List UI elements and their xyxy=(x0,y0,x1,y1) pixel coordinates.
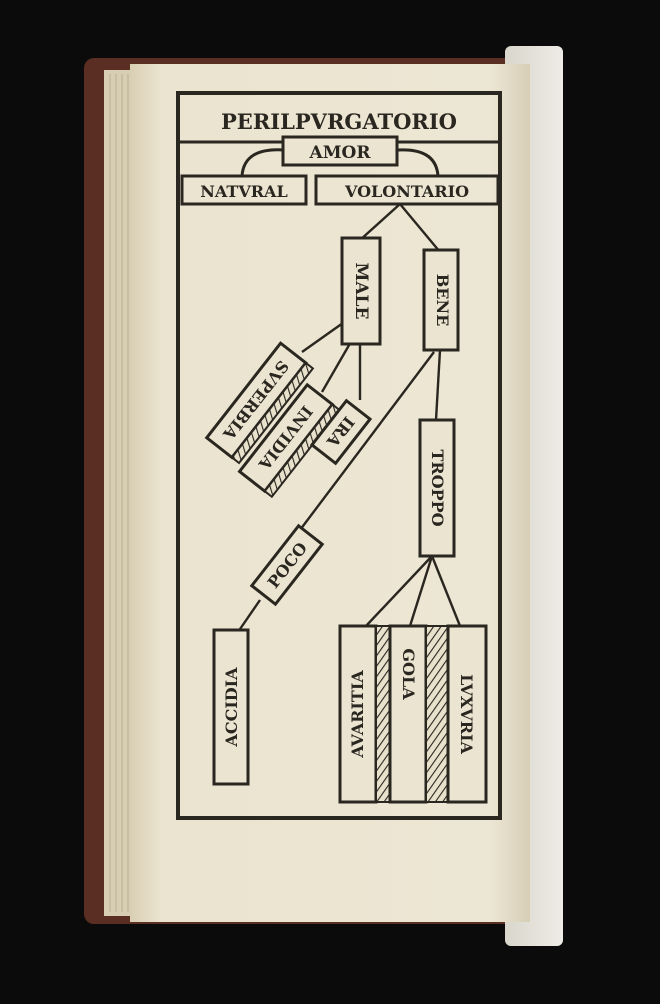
accidia-label: ACCIDIA xyxy=(222,667,241,748)
accidia-box xyxy=(212,628,250,786)
volontario-box xyxy=(314,174,500,206)
bene-box xyxy=(422,248,460,352)
amor-right-arc xyxy=(397,148,440,177)
connector-lines xyxy=(237,203,462,633)
gola-label: GOLA xyxy=(399,648,418,700)
natural-label: NATVRAL xyxy=(200,182,287,201)
volontario-label: VOLONTARIO xyxy=(344,182,469,201)
page-edges xyxy=(104,70,134,916)
natural-box xyxy=(180,174,308,206)
amor-label: AMOR xyxy=(309,143,372,163)
page-edge-lines xyxy=(109,74,129,912)
amor-left-arc xyxy=(240,148,286,177)
poco-group: POCO xyxy=(249,523,325,607)
avaritia-label: AVARITIA xyxy=(348,670,367,759)
troppo-box xyxy=(418,418,456,558)
male-box xyxy=(340,236,382,346)
luxuria-box xyxy=(446,624,488,804)
diagram-frame xyxy=(176,91,502,820)
avaritia-box xyxy=(338,624,378,804)
avaritia-hatch xyxy=(375,625,391,803)
gola-box xyxy=(388,624,428,804)
luxuria-label: LVXVRIA xyxy=(457,674,476,754)
troppo-label: TROPPO xyxy=(428,449,447,526)
gola-hatch xyxy=(425,625,449,803)
diagram-title: PERILPVRGATORIO xyxy=(221,109,457,134)
amor-box xyxy=(281,135,399,167)
bene-label: BENE xyxy=(433,274,452,327)
male-label: MALE xyxy=(351,263,371,320)
